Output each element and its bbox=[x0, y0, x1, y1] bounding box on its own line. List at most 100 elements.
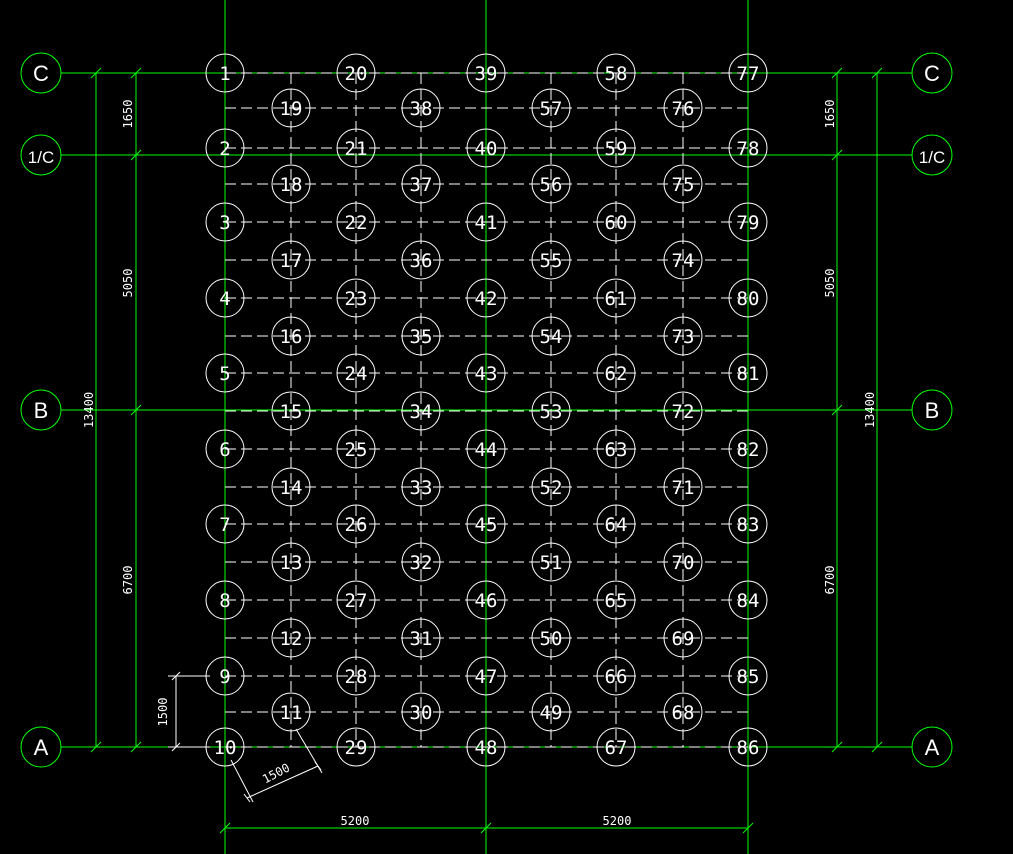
pile-label: 57 bbox=[540, 98, 563, 120]
dim-tick bbox=[130, 67, 142, 79]
pile-circle bbox=[401, 692, 441, 732]
svg-text:B: B bbox=[925, 398, 940, 423]
pile-22: 22 bbox=[336, 202, 376, 242]
axis-bubble-1c-left: 1/C bbox=[20, 134, 62, 176]
pile-circle bbox=[728, 278, 768, 318]
pile-label: 83 bbox=[737, 514, 760, 536]
pile-48: 48 bbox=[466, 727, 506, 767]
pile-57: 57 bbox=[531, 88, 571, 128]
pile-label: 70 bbox=[672, 552, 695, 574]
axis-bubble-1c-right: 1/C bbox=[911, 134, 953, 176]
pile-label: 75 bbox=[672, 174, 695, 196]
pile-circle bbox=[531, 240, 571, 280]
pile-63: 63 bbox=[596, 429, 636, 469]
pile-label: 30 bbox=[410, 702, 433, 724]
pile-circle bbox=[663, 240, 703, 280]
pile-circle bbox=[596, 278, 636, 318]
pile-label: 66 bbox=[605, 666, 628, 688]
pile-circle bbox=[205, 727, 245, 767]
pile-61: 61 bbox=[596, 278, 636, 318]
pile-circle bbox=[271, 391, 311, 431]
pile-circle bbox=[401, 240, 441, 280]
svg-text:C: C bbox=[33, 61, 49, 86]
dim-left-5050: 5050 bbox=[121, 269, 135, 298]
pile-label: 71 bbox=[672, 477, 695, 499]
pile-circle bbox=[205, 353, 245, 393]
pile-circle bbox=[728, 128, 768, 168]
pile-71: 71 bbox=[663, 467, 703, 507]
pile-circle bbox=[531, 618, 571, 658]
pile-label: 79 bbox=[737, 212, 760, 234]
pile-circle bbox=[466, 727, 506, 767]
pile-label: 40 bbox=[475, 138, 498, 160]
pile-33: 33 bbox=[401, 467, 441, 507]
pile-8: 8 bbox=[205, 580, 245, 620]
pile-circle bbox=[401, 467, 441, 507]
pile-circle bbox=[336, 128, 376, 168]
pile-circle bbox=[271, 88, 311, 128]
pile-label: 7 bbox=[219, 514, 230, 536]
grid-lines bbox=[61, 0, 912, 854]
pile-label: 28 bbox=[345, 666, 368, 688]
pile-circle bbox=[401, 542, 441, 582]
pile-dim-tick bbox=[171, 742, 181, 752]
pile-label: 27 bbox=[345, 590, 368, 612]
pile-53: 53 bbox=[531, 391, 571, 431]
pile-label: 11 bbox=[280, 702, 303, 724]
dim-tick bbox=[130, 404, 142, 416]
pile-11: 11 bbox=[271, 692, 311, 732]
pile-label: 72 bbox=[672, 401, 695, 423]
pile-circle bbox=[728, 504, 768, 544]
pile-20: 20 bbox=[336, 53, 376, 93]
pile-circle bbox=[205, 656, 245, 696]
dim-right-13400: 13400 bbox=[863, 392, 877, 428]
pile-circle bbox=[466, 580, 506, 620]
pile-label: 39 bbox=[475, 63, 498, 85]
pile-label: 69 bbox=[672, 628, 695, 650]
pile-label: 61 bbox=[605, 288, 628, 310]
pile-circle bbox=[663, 692, 703, 732]
pile-label: 17 bbox=[280, 250, 303, 272]
pile-59: 59 bbox=[596, 128, 636, 168]
dim-tick bbox=[130, 741, 142, 753]
pile-label: 3 bbox=[219, 212, 230, 234]
pile-label: 23 bbox=[345, 288, 368, 310]
pile-label: 36 bbox=[410, 250, 433, 272]
pile-circle bbox=[663, 618, 703, 658]
pile-24: 24 bbox=[336, 353, 376, 393]
dim-tick bbox=[831, 741, 843, 753]
pile-86: 86 bbox=[728, 727, 768, 767]
pile-36: 36 bbox=[401, 240, 441, 280]
pile-50: 50 bbox=[531, 618, 571, 658]
pile-label: 64 bbox=[605, 514, 628, 536]
pile-label: 82 bbox=[737, 439, 760, 461]
pile-label: 56 bbox=[540, 174, 563, 196]
pile-label: 49 bbox=[540, 702, 563, 724]
pile-label: 19 bbox=[280, 98, 303, 120]
pile-label: 13 bbox=[280, 552, 303, 574]
pile-84: 84 bbox=[728, 580, 768, 620]
pile-label: 37 bbox=[410, 174, 433, 196]
dim-left-1650: 1650 bbox=[121, 100, 135, 129]
dim-right-5050: 5050 bbox=[823, 269, 837, 298]
dim-tick bbox=[90, 67, 102, 79]
pile-circle bbox=[728, 202, 768, 242]
pile-circle bbox=[271, 618, 311, 658]
pile-label: 9 bbox=[219, 666, 230, 688]
pile-67: 67 bbox=[596, 727, 636, 767]
pile-circle bbox=[728, 580, 768, 620]
pile-label: 50 bbox=[540, 628, 563, 650]
pile-label: 2 bbox=[219, 138, 230, 160]
pile-12: 12 bbox=[271, 618, 311, 658]
pile-label: 51 bbox=[540, 552, 563, 574]
pile-85: 85 bbox=[728, 656, 768, 696]
pile-circle bbox=[663, 391, 703, 431]
pile-39: 39 bbox=[466, 53, 506, 93]
pile-circle bbox=[401, 391, 441, 431]
pile-circle bbox=[531, 164, 571, 204]
pile-circle bbox=[531, 88, 571, 128]
pile-circle bbox=[531, 692, 571, 732]
pile-label: 41 bbox=[475, 212, 498, 234]
pile-label: 67 bbox=[605, 737, 628, 759]
